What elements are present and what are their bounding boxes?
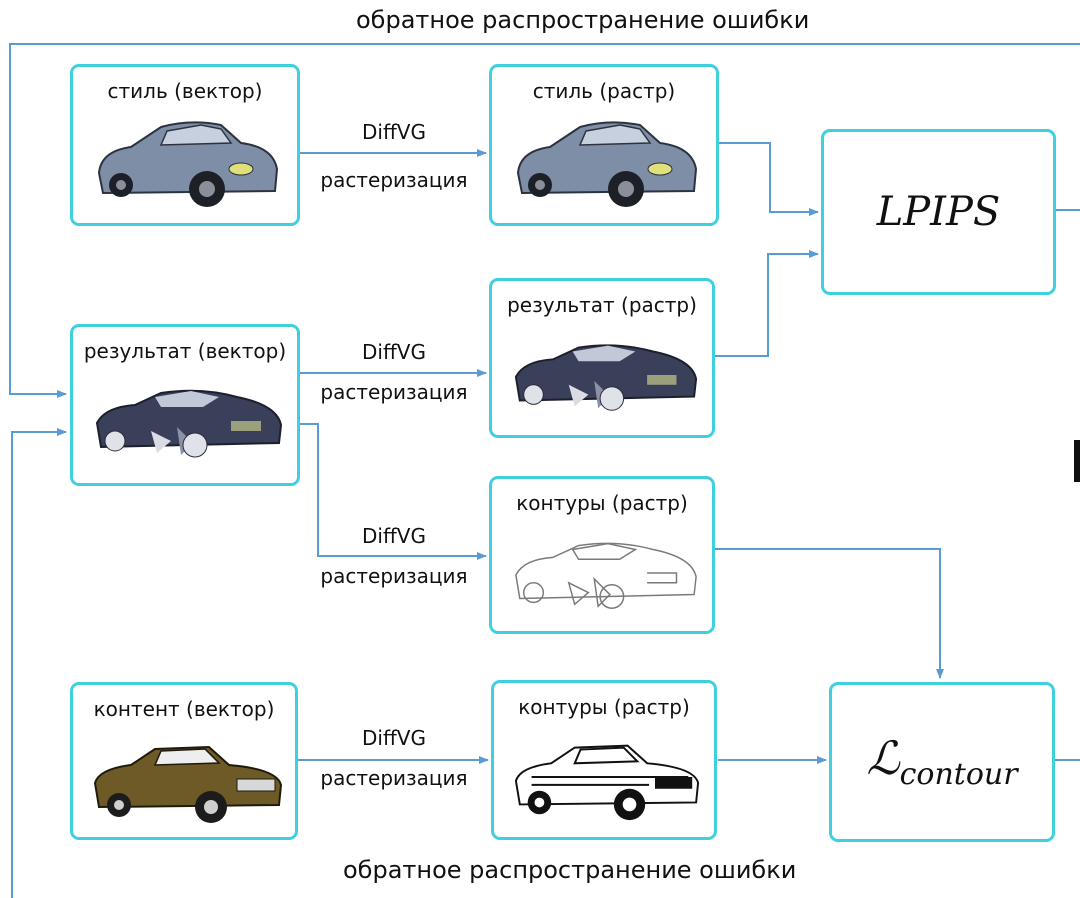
contour-loss-symbol: ℒ bbox=[866, 731, 900, 786]
edge-label-result: DiffVG растеризация bbox=[306, 340, 482, 404]
box-content-vector: контент (вектор) bbox=[70, 682, 298, 840]
arrow-result-contours bbox=[298, 423, 487, 560]
edge-label-content: DiffVG растеризация bbox=[306, 726, 482, 790]
box-title: результат (вектор) bbox=[83, 339, 287, 363]
backprop-caption-bottom: обратное распространение ошибки bbox=[343, 856, 797, 884]
contour-loss-subscript: contour bbox=[899, 757, 1018, 793]
contour-car-image bbox=[515, 542, 697, 609]
edge-label-contours: DiffVG растеризация bbox=[306, 524, 482, 588]
edge-marker bbox=[1074, 440, 1080, 482]
box-contours-content: контуры (растр) bbox=[491, 680, 717, 840]
edge-label-top: DiffVG bbox=[362, 120, 426, 144]
arrow-style-to-lpips bbox=[719, 142, 819, 216]
sports-car-image bbox=[97, 121, 279, 207]
edge-label-top: DiffVG bbox=[362, 340, 426, 364]
box-title: контуры (растр) bbox=[518, 695, 690, 719]
box-title: контуры (растр) bbox=[516, 491, 688, 515]
arrow-result-to-lpips bbox=[714, 250, 819, 357]
muscle-car-image bbox=[93, 745, 283, 823]
stylized-car-image bbox=[514, 344, 698, 411]
arrow-contours-to-loss bbox=[714, 548, 944, 679]
stylized-car-image bbox=[95, 389, 283, 458]
edge-label-bottom: растеризация bbox=[320, 766, 468, 790]
edge-label-bottom: растеризация bbox=[320, 168, 468, 192]
edge-label-bottom: растеризация bbox=[320, 380, 468, 404]
contour-muscle-car-image bbox=[514, 744, 700, 821]
contour-loss-box: ℒcontour bbox=[829, 682, 1055, 842]
box-style-raster: стиль (растр) bbox=[489, 64, 719, 226]
edge-label-top: DiffVG bbox=[362, 726, 426, 750]
box-title: стиль (вектор) bbox=[107, 79, 263, 103]
box-title: контент (вектор) bbox=[93, 697, 275, 721]
box-title: результат (растр) bbox=[507, 293, 697, 317]
box-result-raster: результат (растр) bbox=[489, 278, 715, 438]
box-title: стиль (растр) bbox=[532, 79, 676, 103]
edge-label-top: DiffVG bbox=[362, 524, 426, 548]
box-result-vector: результат (вектор) bbox=[70, 324, 300, 486]
lpips-label: LPIPS bbox=[876, 189, 1001, 235]
edge-label-style: DiffVG растеризация bbox=[306, 120, 482, 192]
sports-car-image bbox=[516, 121, 698, 207]
backprop-bottom-left-line bbox=[11, 428, 67, 898]
backprop-caption-top: обратное распространение ошибки bbox=[356, 6, 810, 34]
backprop-top-line bbox=[9, 43, 1080, 398]
box-contours-result: контуры (растр) bbox=[489, 476, 715, 634]
edge-label-bottom: растеризация bbox=[320, 564, 468, 588]
box-style-vector: стиль (вектор) bbox=[70, 64, 300, 226]
lpips-loss-box: LPIPS bbox=[821, 129, 1056, 295]
contour-loss-label: ℒcontour bbox=[866, 731, 1017, 792]
